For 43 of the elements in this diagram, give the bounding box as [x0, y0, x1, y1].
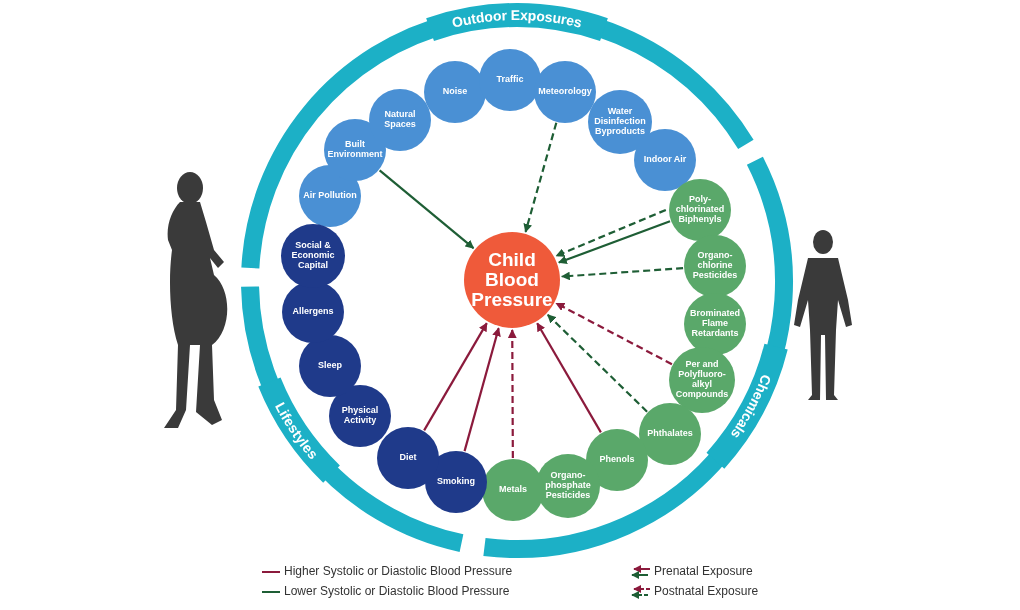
- factor-circle: [425, 451, 487, 513]
- arrow: [561, 267, 684, 281]
- circle-label: Physical Activity: [340, 406, 380, 426]
- arrow: [523, 122, 558, 233]
- circle-label: Traffic: [496, 75, 524, 85]
- legend-text: Postnatal Exposure: [654, 584, 759, 598]
- circle-label: Phthalates: [647, 429, 693, 439]
- circle-label: Built Environment: [327, 140, 383, 160]
- circle-label: Allergens: [292, 307, 334, 317]
- arrow: [558, 220, 671, 264]
- center-circle: [464, 232, 560, 328]
- circle-label: Natural Spaces: [383, 110, 417, 130]
- arrow: [555, 302, 673, 366]
- arrow: [507, 329, 517, 458]
- arrow: [536, 322, 602, 433]
- circle-label: Smoking: [437, 477, 475, 487]
- circle-label: Child Blood Pressure: [470, 250, 554, 310]
- category-label-band: Outdoor Exposures: [426, 3, 608, 42]
- factor-circle: [377, 427, 439, 489]
- factor-circle: [329, 385, 391, 447]
- circle-label: Brominated Flame Retardants: [689, 309, 741, 339]
- circle-label: Sleep: [318, 361, 342, 371]
- legend-text: Prenatal Exposure: [654, 564, 753, 578]
- circle-label: Water Disinfection Byproducts: [593, 107, 647, 137]
- circle-label: Indoor Air: [643, 155, 687, 165]
- arrow: [547, 314, 648, 413]
- circle-label: Organo-chlorine Pesticides: [691, 251, 739, 281]
- factor-circle: [639, 403, 701, 465]
- arrow: [555, 208, 667, 257]
- circle-label: Social & Economic Capital: [290, 241, 336, 271]
- circle-label: Phenols: [599, 455, 635, 465]
- legend-text: Higher Systolic or Diastolic Blood Pressure: [284, 564, 513, 578]
- legend-text: Lower Systolic or Diastolic Blood Pressure: [284, 584, 510, 598]
- circle-label: Meteorology: [538, 87, 592, 97]
- arrow: [463, 327, 501, 452]
- circle-label: Organo-phosphate Pesticides: [544, 471, 592, 501]
- arrow: [378, 169, 475, 249]
- circle-label: Poly-chlorinated Biphenyls: [674, 195, 726, 225]
- circle-label: Noise: [442, 87, 468, 97]
- circle-label: Metals: [499, 485, 527, 495]
- arrow: [423, 322, 488, 431]
- circle-label: Air Pollution: [303, 191, 357, 201]
- circle-label: Diet: [399, 453, 417, 463]
